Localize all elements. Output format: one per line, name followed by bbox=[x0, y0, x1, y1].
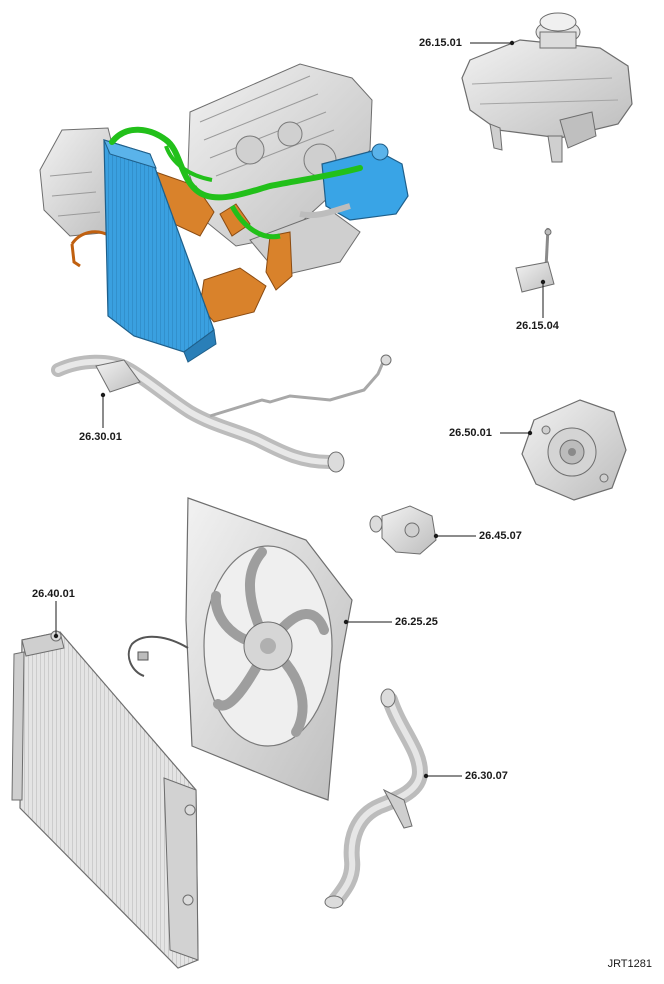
callout-fan-assembly: 26.25.25 bbox=[395, 616, 438, 628]
leader-dot-water-pump bbox=[527, 430, 533, 436]
leader-dot-level-sensor bbox=[540, 279, 546, 285]
leader-dot-radiator bbox=[53, 633, 59, 639]
thermostat-housing bbox=[369, 505, 437, 555]
cooling-fan-assembly bbox=[127, 497, 353, 801]
callout-lower-hose: 26.30.07 bbox=[465, 770, 508, 782]
callout-thermostat: 26.45.07 bbox=[479, 530, 522, 542]
coolant-level-sensor bbox=[515, 227, 555, 293]
figure-reference-code: JRT1281 bbox=[607, 958, 652, 970]
lower-radiator-hose bbox=[324, 688, 429, 909]
leader-dot-fan bbox=[343, 619, 349, 625]
leader-dot-thermostat bbox=[433, 533, 439, 539]
callout-level-sensor: 26.15.04 bbox=[516, 320, 559, 332]
upper-radiator-hose bbox=[51, 354, 392, 473]
callout-water-pump: 26.50.01 bbox=[449, 427, 492, 439]
callout-expansion-tank: 26.15.01 bbox=[419, 37, 462, 49]
engine-assembly bbox=[39, 63, 409, 363]
leader-dot-expansion-tank bbox=[509, 40, 515, 46]
water-pump bbox=[521, 399, 627, 501]
callout-upper-hose: 26.30.01 bbox=[79, 431, 122, 443]
expansion-tank bbox=[461, 12, 633, 163]
radiator bbox=[11, 630, 199, 969]
leader-dot-lower-hose bbox=[423, 773, 429, 779]
callout-radiator: 26.40.01 bbox=[32, 588, 75, 600]
leader-dot-upper-hose bbox=[100, 392, 106, 398]
